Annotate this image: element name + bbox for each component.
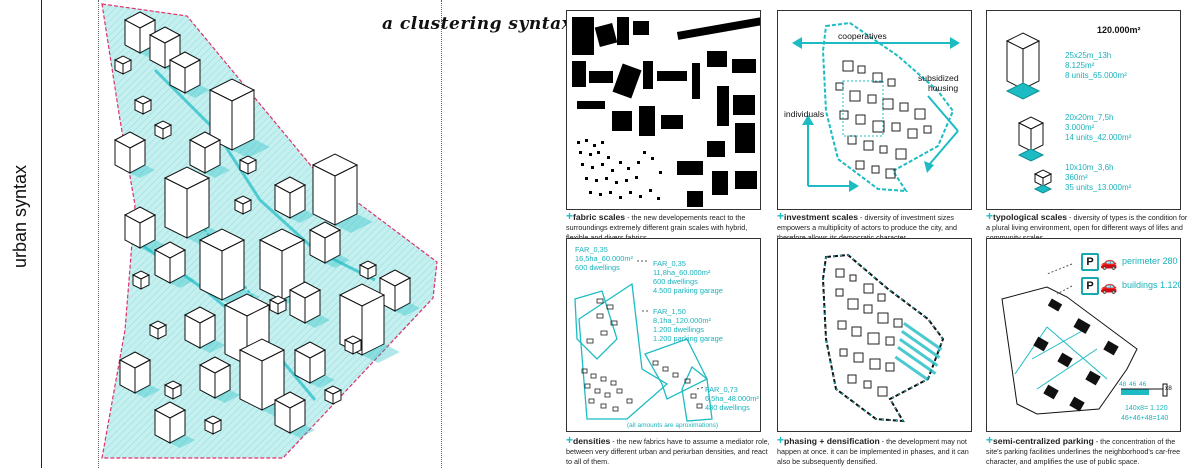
investment-scales-heading: investment scales [784, 212, 859, 222]
density-d-area: 6,5ha_48.000m² [705, 394, 759, 403]
axonometric-masterplan [101, 3, 438, 459]
type-medium-units: 14 units_42.000m² [1065, 133, 1132, 142]
densities-note: (all amounts are aproximations) [627, 422, 719, 429]
car-icon: 🚗 [1100, 254, 1118, 270]
density-a-area: 16,5ha_60.000m² [575, 254, 633, 263]
parking-chart-label-2: 46 [1129, 381, 1137, 388]
typological-scales-heading: typological scales [993, 212, 1068, 222]
density-b-dwellings: 600 dwellings [653, 277, 698, 286]
type-large-area: 8.125m² [1065, 61, 1095, 70]
type-small: 10x10m_3,6h 360m² 35 units_13.000m² [1065, 163, 1131, 193]
parking-text: - the concentration of the site's parkin… [986, 437, 1181, 466]
parking-chart-label-1: 48 [1119, 381, 1127, 388]
type-medium-area: 3.000m² [1065, 123, 1095, 132]
density-b-parking: 4.500 parking garage [653, 286, 723, 295]
plus-icon: + [566, 209, 574, 223]
density-c-far: FAR_1,50 [653, 307, 686, 316]
side-title: urban syntax [10, 164, 30, 268]
guide-line-right [441, 0, 442, 468]
parking-figure: P 🚗 perimeter 280 P 🚗 buildings 1.120 48… [986, 238, 1181, 432]
parking-p-icon: P [1081, 253, 1099, 271]
label-individuals: individuals [784, 109, 825, 119]
density-c-area: 8,1ha_120.000m² [653, 316, 711, 325]
typological-total: 120.000m² [1097, 25, 1141, 35]
densities-caption: +densities - the new fabrics have to ass… [566, 433, 771, 467]
guide-line-left [98, 0, 99, 468]
densities-figure: FAR_0,35 16,5ha_60.000m² 600 dwellings F… [566, 238, 761, 432]
typological-scales-caption: +typological scales - diversity of types… [986, 209, 1191, 243]
investment-scales-text: - diversity of investment sizes empowers… [777, 213, 958, 242]
density-a-far: FAR_0,35 [575, 245, 608, 254]
plus-icon: + [566, 433, 574, 447]
density-b-far: FAR_0,35 [653, 259, 686, 268]
type-large: 25x25m_13h 8.125m² 8 units_65.000m² [1065, 51, 1127, 81]
type-large-dims: 25x25m_13h [1065, 51, 1112, 60]
density-c-parking: 1.200 parking garage [653, 334, 723, 343]
parking-p-icon-2: P [1081, 277, 1099, 295]
density-a-dwellings: 600 dwellings [575, 263, 620, 272]
plus-icon: + [986, 433, 994, 447]
parking-calc-1: 140x8= 1.120 [1125, 405, 1168, 412]
car-icon-2: 🚗 [1100, 278, 1118, 294]
parking-buildings: buildings 1.120 [1122, 280, 1181, 290]
density-b-area: 11,8ha_60.000m² [653, 268, 711, 277]
density-c-dwellings: 1.200 dwellings [653, 325, 704, 334]
label-housing: housing [928, 83, 959, 93]
density-d-dwellings: 480 dwellings [705, 403, 750, 412]
phasing-heading: phasing + densification [784, 436, 880, 446]
parking-heading: semi-centralized parking [993, 436, 1094, 446]
investment-scales-caption: +investment scales - diversity of invest… [777, 209, 982, 243]
fabric-scales-figure [566, 10, 761, 210]
type-small-units: 35 units_13.000m² [1065, 183, 1132, 192]
label-cooperatives: cooperatives [838, 31, 887, 41]
densities-text: - the new fabrics have to assume a media… [566, 437, 770, 466]
density-d: FAR_0,73 6,5ha_48.000m² 480 dwellings [705, 385, 759, 412]
phasing-text: - the development may not happen at once… [777, 437, 969, 466]
type-medium: 20x20m_7,5h 3.000m² 14 units_42.000m² [1065, 113, 1131, 143]
fabric-scales-text: - the new developements react to the sur… [566, 213, 748, 242]
parking-chart-label-3: 46 [1139, 381, 1147, 388]
parking-calc-2: 46+46+48=140 [1121, 415, 1169, 422]
typological-scales-figure: 120.000m² 25x25m_13h 8.125m² 8 units_65.… [986, 10, 1181, 210]
density-d-far: FAR_0,73 [705, 385, 738, 394]
parking-caption: +semi-centralized parking - the concentr… [986, 433, 1191, 467]
densities-heading: densities [573, 436, 611, 446]
type-large-units: 8 units_65.000m² [1065, 71, 1127, 80]
plus-icon: + [777, 209, 785, 223]
density-a: FAR_0,35 16,5ha_60.000m² 600 dwellings [575, 245, 633, 272]
phasing-figure [777, 238, 972, 432]
phasing-caption: +phasing + densification - the developme… [777, 433, 982, 467]
investment-scales-figure: cooperatives subsidized housing individu… [777, 10, 972, 210]
plus-icon: + [777, 433, 785, 447]
fabric-scales-heading: fabric scales [573, 212, 626, 222]
plus-icon: + [986, 209, 994, 223]
type-medium-dims: 20x20m_7,5h [1065, 113, 1114, 122]
typological-scales-text: - diversity of types is the condition fo… [986, 213, 1188, 242]
side-divider [41, 0, 42, 468]
type-small-dims: 10x10m_3,6h [1065, 163, 1114, 172]
type-small-area: 360m² [1065, 173, 1088, 182]
density-c: FAR_1,50 8,1ha_120.000m² 1.200 dwellings… [653, 307, 723, 343]
parking-perimeter: perimeter 280 [1122, 256, 1178, 266]
density-b: FAR_0,35 11,8ha_60.000m² 600 dwellings 4… [653, 259, 723, 295]
parking-chart-x: x8 [1165, 385, 1172, 392]
main-title: a clustering syntax [382, 14, 573, 34]
label-subsidized: subsidized [918, 73, 959, 83]
fabric-scales-caption: +fabric scales - the new developements r… [566, 209, 771, 243]
